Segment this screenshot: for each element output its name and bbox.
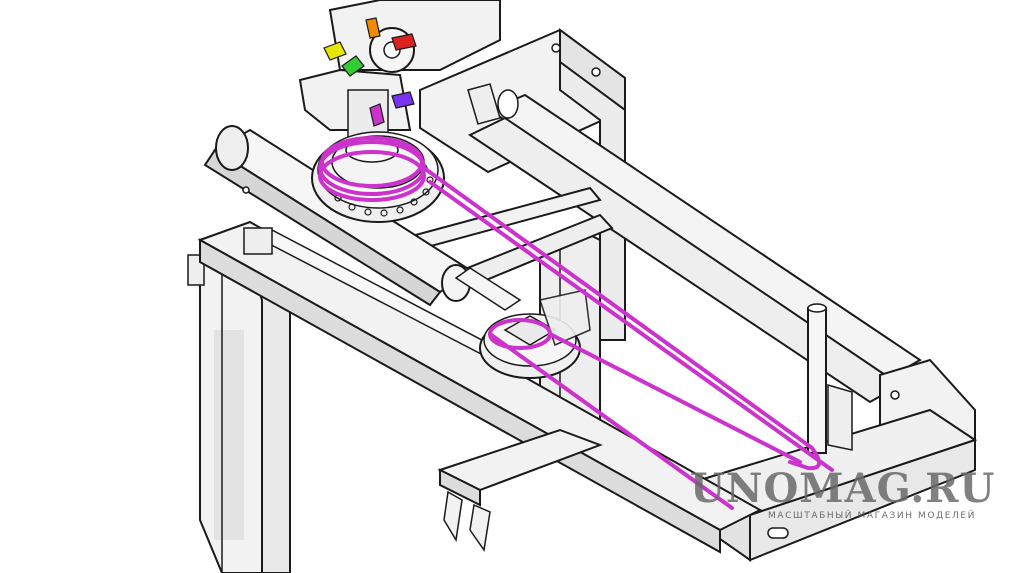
guide-rod: [243, 83, 522, 369]
magenta-marker-icon: [369, 103, 385, 127]
green-marker-icon: [341, 55, 365, 77]
watermark-subtitle: МАСШТАБНЫЙ МАГАЗИН МОДЕЛЕЙ: [768, 509, 976, 521]
orange-marker-icon: [365, 17, 381, 39]
idler-pulley: [479, 289, 591, 379]
watermark-title: UNOMAG.RU: [690, 465, 995, 512]
yellow-marker-icon: [323, 41, 347, 61]
red-marker-icon: [391, 33, 417, 51]
left-support-column: [187, 226, 291, 573]
color-markers: [323, 17, 417, 127]
base-foot: [437, 428, 603, 552]
violet-marker-icon: [391, 91, 415, 109]
drive-belt: [318, 136, 834, 510]
right-vertical-pin: [807, 303, 853, 454]
watermark: UNOMAG.RU МАСШТАБНЫЙ МАГАЗИН МОДЕЛЕЙ: [690, 465, 995, 521]
front-main-beam: [197, 220, 763, 554]
